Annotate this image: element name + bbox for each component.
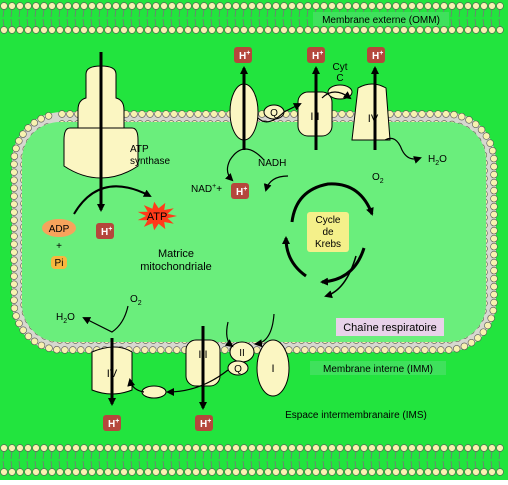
h-plus-badge: H+ (367, 47, 385, 63)
complex-4-top (351, 83, 391, 141)
pi-badge (51, 256, 67, 269)
atp-star (137, 201, 177, 231)
h-plus-badge: H+ (307, 47, 325, 63)
krebs-box (307, 212, 349, 252)
h-plus-badge: H+ (231, 183, 249, 199)
adp-badge (42, 219, 76, 237)
atp-synthase (63, 52, 139, 212)
chain-label: Chaîne respiratoire (343, 322, 437, 334)
h2o-bottom-label: H2O (56, 312, 75, 325)
complex-1-bottom (256, 339, 290, 397)
outer-membrane-top (0, 2, 504, 34)
matrix (22, 122, 486, 342)
adp-to-atp-arrow (73, 185, 152, 215)
h-plus-label: H+ (101, 226, 112, 238)
imm-label: Membrane interne (IMM) (323, 364, 433, 375)
quinone-top-label: Q (270, 108, 278, 119)
atp-label: ATP (147, 211, 168, 223)
h-plus-label: H+ (312, 50, 323, 62)
matrix-label-2: mitochondriale (140, 261, 212, 273)
krebs-label-2: de (322, 227, 334, 238)
h2o-top-label: H2O (428, 154, 447, 167)
imm-label-box (310, 361, 446, 375)
atp-synthase-label-2: synthase (130, 156, 170, 167)
proton-badges: H+ H+ H+ H+ H+ H+ H+ (96, 47, 385, 431)
adp-label: ADP (49, 224, 70, 235)
h-plus-badge: H+ (195, 415, 213, 431)
complex-2-bottom-label: II (239, 348, 245, 359)
h-plus-badge: H+ (96, 223, 114, 239)
cyt-c-bottom (141, 385, 167, 399)
complex-1-bottom-label: I (271, 363, 274, 375)
ims-label: Espace intermembranaire (IMS) (285, 410, 427, 421)
cyt-label-1: Cyt (333, 62, 348, 73)
nadh-label: NADH (258, 158, 286, 169)
nad-label: NAD++ (191, 183, 222, 195)
complex-4-top-label: IV (368, 113, 379, 125)
cyt-label-2: C (336, 73, 343, 84)
h-plus-label: H+ (239, 50, 250, 62)
quinone-bottom-label: Q (234, 364, 242, 375)
matrix-label-1: Matrice (158, 248, 194, 260)
atp-synthase-label-1: ATP (130, 144, 149, 155)
h-plus-badge: H+ (103, 415, 121, 431)
plus-sign: + (56, 241, 62, 252)
h-plus-label: H+ (372, 50, 383, 62)
h-plus-label: H+ (108, 418, 119, 430)
omm-label-box (313, 12, 449, 26)
o2-top-label: O2 (372, 172, 384, 185)
o2-bottom-label: O2 (130, 294, 142, 307)
quinone-bottom (227, 360, 249, 376)
pi-label: Pi (55, 258, 64, 269)
omm-label: Membrane externe (OMM) (322, 15, 440, 26)
krebs-label-1: Cycle (315, 215, 340, 226)
krebs-cycle (282, 182, 374, 286)
chain-label-box (336, 318, 444, 336)
h-plus-label: H+ (236, 186, 247, 198)
outer-membrane-bottom (0, 444, 504, 476)
h-plus-badge: H+ (234, 47, 252, 63)
h-plus-label: H+ (200, 418, 211, 430)
krebs-label-3: Krebs (315, 239, 341, 250)
